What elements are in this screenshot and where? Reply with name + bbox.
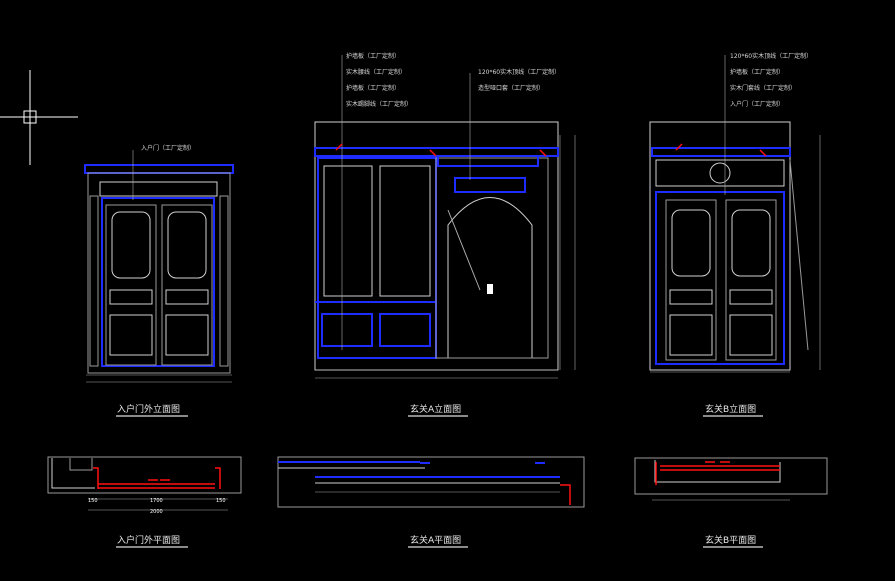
annotation: 实木门套线（工厂定制） xyxy=(730,84,796,92)
annotation: 120*60实木顶线（工厂定制） xyxy=(730,52,812,60)
annotations-hall-a-left: 护墙板（工厂定制） 实木腰线（工厂定制） 护墙板（工厂定制） 实木踢脚线（工厂定… xyxy=(346,52,412,108)
annotation: 造型哑口套（工厂定制） xyxy=(478,84,544,92)
title-hall-b-elevation: 玄关B立面图 xyxy=(705,403,756,415)
title-hall-b-plan: 玄关B平面图 xyxy=(705,534,756,546)
dim-1700: 1700 xyxy=(150,498,163,504)
entry-door-elevation xyxy=(84,150,234,383)
annotation-entry-door: 入户门（工厂定制） xyxy=(141,144,195,152)
annotation: 120*60实木顶线（工厂定制） xyxy=(478,68,560,76)
annotation: 护墙板（工厂定制） xyxy=(346,52,400,60)
crosshair-cursor-icon xyxy=(0,70,78,165)
annotations-hall-a-right: 120*60实木顶线（工厂定制） 造型哑口套（工厂定制） xyxy=(478,68,560,92)
hall-b-plan xyxy=(634,457,828,501)
annotation: 入户门（工厂定制） xyxy=(730,100,784,108)
annotation: 实木腰线（工厂定制） xyxy=(346,68,406,76)
annotations-hall-b: 120*60实木顶线（工厂定制） 护墙板（工厂定制） 实木门套线（工厂定制） 入… xyxy=(730,52,812,108)
dim-2000: 2000 xyxy=(150,509,163,515)
title-hall-a-plan: 玄关A平面图 xyxy=(410,534,461,546)
hall-a-elevation xyxy=(314,55,576,379)
entry-door-plan xyxy=(47,456,242,511)
hall-a-plan xyxy=(277,456,585,508)
title-hall-a-elevation: 玄关A立面图 xyxy=(410,403,461,415)
dim-150-left: 150 xyxy=(88,498,98,504)
hall-b-elevation xyxy=(649,55,821,373)
dim-150-right: 150 xyxy=(216,498,226,504)
annotation: 护墙板（工厂定制） xyxy=(730,68,784,76)
annotation: 实木踢脚线（工厂定制） xyxy=(346,100,412,108)
annotation: 护墙板（工厂定制） xyxy=(346,84,400,92)
title-entry-elevation: 入户门外立面图 xyxy=(117,403,180,415)
title-entry-plan: 入户门外平面图 xyxy=(117,534,180,546)
